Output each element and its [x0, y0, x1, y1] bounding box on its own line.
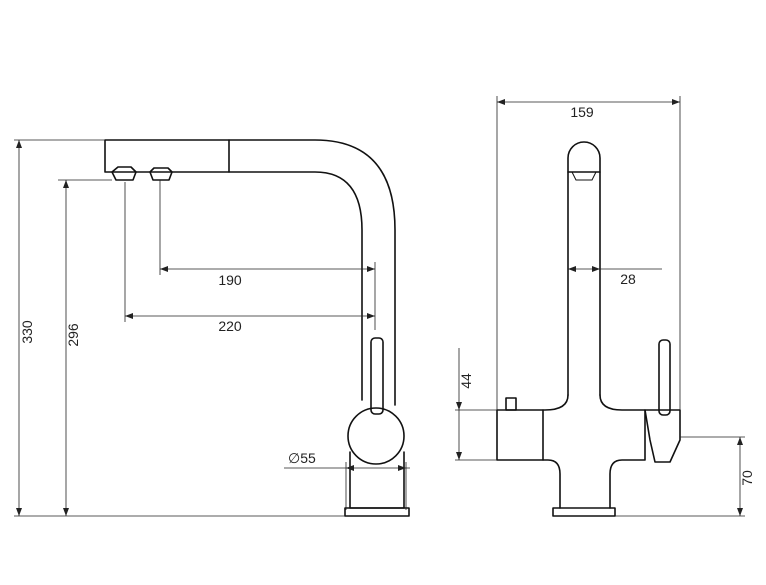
dim-label-28: 28 [620, 271, 636, 287]
filter-lever-knob [505, 397, 517, 411]
side-body [496, 394, 646, 509]
aerator-nozzle-1 [111, 166, 137, 181]
side-aerator [571, 171, 597, 181]
side-base-plate [552, 507, 616, 517]
front-base-plate [344, 507, 410, 517]
dim-label-296: 296 [65, 323, 81, 347]
dim-label-190: 190 [218, 272, 242, 288]
dim-label-44: 44 [458, 373, 474, 389]
dim-arrows-28 [568, 266, 600, 272]
front-body-disk [347, 407, 405, 465]
front-lower-body [349, 451, 405, 509]
side-lever-base [644, 409, 681, 463]
side-view: 159 28 44 70 [455, 96, 755, 517]
front-view: 330 296 190 220 ∅55 [14, 139, 410, 517]
side-lever [658, 339, 671, 416]
aerator-nozzle-2 [149, 167, 173, 181]
dim-label-70: 70 [739, 470, 755, 486]
dim-label-55: ∅55 [288, 450, 316, 466]
dim-arrows-70 [737, 437, 743, 516]
dim-label-159: 159 [570, 104, 594, 120]
dim-label-330: 330 [19, 320, 35, 344]
side-spout-head [567, 141, 601, 173]
front-lever [370, 337, 384, 415]
dim-label-220: 220 [218, 318, 242, 334]
front-spout-outline [104, 139, 396, 406]
